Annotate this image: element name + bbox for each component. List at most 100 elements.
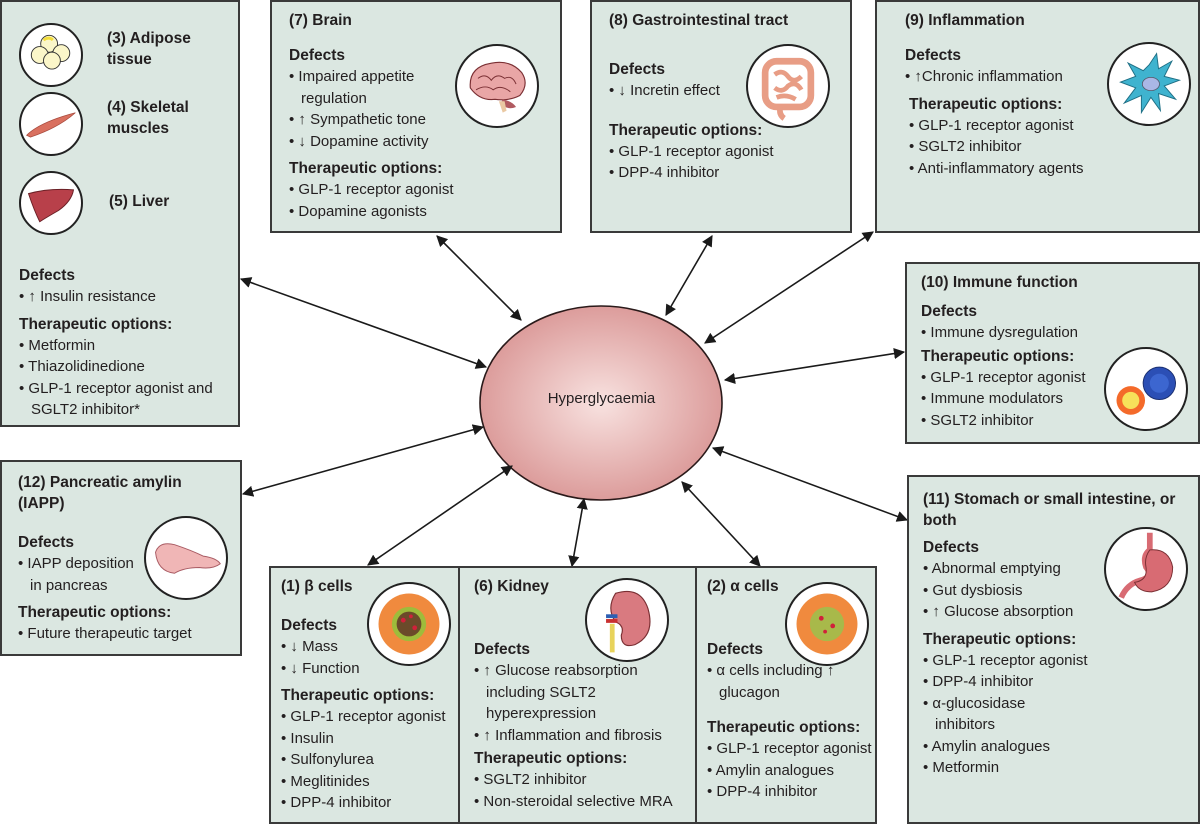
defects-heading: Defects [923, 539, 979, 556]
list-item: Dopamine agonists [289, 201, 546, 223]
list-item: Non-steroidal selective MRA [474, 791, 689, 813]
list-item: Abnormal emptying [923, 558, 1184, 580]
arrow-inflammation [704, 231, 874, 344]
list-item: ↑ Sympathetic tone [289, 109, 449, 131]
list-item: Amylin analogues [707, 760, 871, 782]
therapy-heading: Therapeutic options: [909, 95, 1063, 113]
list-item: Metformin [923, 757, 1073, 779]
arrow-amylin [241, 424, 485, 497]
box-title: (6) Kidney [474, 578, 549, 595]
therapy-heading: Therapeutic options: [921, 347, 1075, 365]
list-item: GLP-1 receptor agonist [909, 115, 1184, 137]
defects-heading: Defects [18, 534, 74, 551]
list-item: Future therapeutic target [18, 623, 230, 645]
list-item: Immune modulators [921, 388, 1184, 410]
arrow-kidney [568, 497, 588, 568]
therapy-list: Metformin Thiazolidinedione GLP-1 recept… [19, 335, 224, 421]
arrow-beta [367, 465, 513, 566]
box-title: (1) β cells [281, 578, 353, 595]
pancreas-icon [144, 516, 228, 600]
list-item: ↓ Mass [281, 636, 452, 658]
defects-list: ↑ Glucose reabsorption including SGLT2 h… [474, 660, 684, 746]
muscle-icon [19, 92, 83, 156]
list-item: Insulin [281, 728, 452, 750]
list-item: GLP-1 receptor agonist [289, 179, 546, 201]
adipose-cells-icon [19, 23, 83, 87]
therapy-list: GLP-1 receptor agonist DPP-4 inhibitor [609, 141, 836, 184]
list-item: GLP-1 receptor agonist [609, 141, 836, 163]
defects-heading: Defects [609, 61, 665, 78]
box-inflammation: (9) Inflammation Defects ↑Chronic inflam… [875, 0, 1200, 233]
box-pancreatic-amylin: (12) Pancreatic amylin (IAPP) Defects IA… [0, 460, 242, 656]
stomach-icon [1104, 527, 1188, 611]
brain-icon [455, 44, 539, 128]
therapy-heading: Therapeutic options: [18, 604, 172, 621]
arrow-alpha [681, 481, 761, 567]
therapy-heading: Therapeutic options: [474, 750, 628, 767]
list-item: ↑ Insulin resistance [19, 286, 224, 308]
list-item: ↓ Function [281, 658, 452, 680]
list-item: ↓ Dopamine activity [289, 131, 449, 153]
list-item: SGLT2 inhibitor [921, 410, 1184, 432]
arrow-gi [665, 235, 713, 316]
defects-list: ↓ Mass ↓ Function [281, 636, 452, 679]
list-item: IAPP deposition in pancreas [18, 553, 143, 596]
list-item: Amylin analogues [923, 736, 1073, 758]
defects-heading: Defects [289, 47, 345, 64]
organ-liver: (5) Liver [19, 171, 224, 259]
therapy-list: GLP-1 receptor agonist Insulin Sulfonylu… [281, 706, 452, 814]
list-item: GLP-1 receptor agonist [707, 738, 871, 760]
defects-list: α cells including ↑ glucagon [707, 660, 842, 703]
list-item: ↑ Glucose reabsorption including SGLT2 h… [474, 660, 684, 725]
defects-heading: Defects [905, 47, 961, 64]
list-item: Meglitinides [281, 771, 452, 793]
list-item: ↓ Incretin effect [609, 80, 836, 102]
list-item: DPP-4 inhibitor [923, 671, 1073, 693]
defects-heading: Defects [707, 641, 763, 658]
islet-icon [367, 582, 451, 666]
list-item: GLP-1 receptor agonist [921, 367, 1184, 389]
box-title: (12) Pancreatic amylin (IAPP) [18, 474, 182, 512]
list-item: SGLT2 inhibitor [909, 136, 1184, 158]
organ-label: (4) Skeletal [107, 99, 189, 116]
list-item: ↑ Inflammation and fibrosis [474, 725, 684, 747]
box-alpha-cells: (2) α cells Defects α cells including ↑ … [695, 566, 877, 824]
list-item: Immune dysregulation [921, 322, 1184, 344]
list-item: Gut dysbiosis [923, 580, 1184, 602]
defects-list: ↓ Incretin effect [609, 80, 836, 102]
therapy-list: Future therapeutic target [18, 623, 230, 645]
list-item: DPP-4 inhibitor [281, 792, 452, 814]
box-title: (9) Inflammation [905, 12, 1025, 29]
list-item: ↑Chronic inflammation [905, 66, 1184, 88]
defects-list: Impaired appetite regulation ↑ Sympathet… [289, 66, 449, 152]
defects-list: Immune dysregulation [921, 322, 1184, 344]
box-title: (10) Immune function [921, 274, 1078, 291]
box-title: (8) Gastrointestinal tract [609, 12, 789, 29]
liver-icon [19, 171, 83, 235]
list-item: GLP-1 receptor agonist [281, 706, 452, 728]
blood-cells-icon [1104, 347, 1188, 431]
therapy-list: SGLT2 inhibitor Non-steroidal selective … [474, 769, 689, 812]
defects-heading: Defects [474, 641, 530, 658]
immune-cell-icon [1107, 42, 1191, 126]
defects-list: ↑Chronic inflammation [905, 66, 1184, 88]
therapy-heading: Therapeutic options: [707, 719, 861, 736]
list-item: Sulfonylurea [281, 749, 452, 771]
list-item: GLP-1 receptor agonist [923, 650, 1087, 672]
defects-heading: Defects [921, 303, 977, 320]
arrow-left-box [239, 277, 488, 369]
therapy-heading: Therapeutic options: [19, 315, 173, 333]
list-item: SGLT2 inhibitor [474, 769, 689, 791]
therapy-list: GLP-1 receptor agonist Dopamine agonists [289, 179, 546, 222]
list-item: ↑ Glucose absorption [923, 601, 1184, 623]
therapy-heading: Therapeutic options: [289, 160, 443, 177]
box-title: (11) Stomach or small intestine, or both [923, 491, 1176, 529]
islet-icon [785, 582, 869, 666]
arrow-stomach [711, 446, 909, 522]
hyperglycaemia-label: Hyperglycaemia [547, 390, 656, 407]
box-brain: (7) Brain Defects Impaired appetite regu… [270, 0, 562, 233]
arrow-immune [723, 348, 906, 384]
therapy-list: GLP-1 receptor agonist Amylin analogues … [707, 738, 872, 803]
